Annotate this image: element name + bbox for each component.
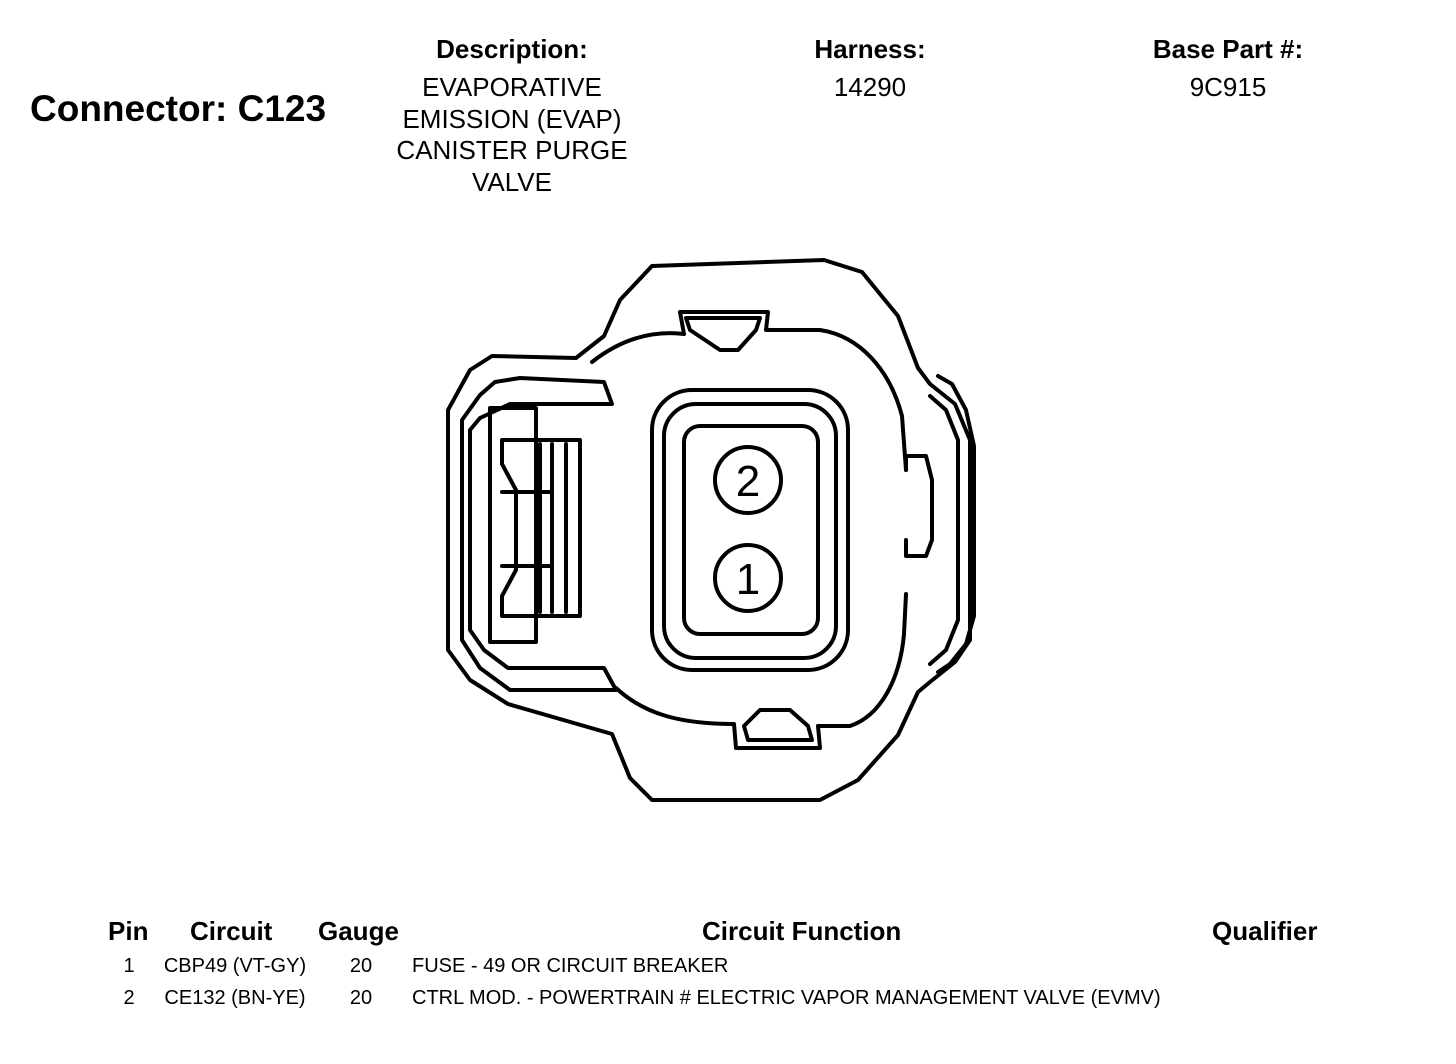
harness-label: Harness: <box>814 34 926 64</box>
harness-value: 14290 <box>833 72 907 102</box>
right-rib-inner <box>928 394 960 666</box>
col-header-qualifier: Qualifier <box>1212 916 1318 946</box>
row-pin: 1 <box>123 955 135 977</box>
cavity-inner <box>682 424 820 636</box>
pin-2-label: 2 <box>736 457 760 506</box>
row-circuit: CBP49 (VT-GY) <box>163 955 307 977</box>
base-part-label: Base Part #: <box>1152 34 1304 64</box>
latch-bars <box>500 490 554 568</box>
connector-title: Connector: C123 <box>30 88 327 129</box>
pin-1-circle <box>713 543 783 613</box>
housing-outline <box>446 258 972 802</box>
top-key-notch <box>684 316 762 352</box>
col-header-circuit: Circuit <box>190 916 273 946</box>
top-key <box>590 310 908 472</box>
pin-1-label: 1 <box>736 555 760 604</box>
col-header-pin: Pin <box>108 916 149 946</box>
bottom-key <box>614 592 908 750</box>
latch-body <box>500 438 582 618</box>
cavity-middle <box>662 402 838 660</box>
row-function: FUSE - 49 OR CIRCUIT BREAKER <box>412 955 729 977</box>
cavity-outer <box>650 388 850 672</box>
col-header-circuit-function: Circuit Function <box>702 916 902 946</box>
latch-lines <box>538 442 568 614</box>
row-circuit: CE132 (BN-YE) <box>164 987 306 1009</box>
description-line: EVAPORATIVE <box>422 72 602 102</box>
housing-inner-left <box>460 376 618 692</box>
base-part-value: 9C915 <box>1189 72 1267 102</box>
pin-2-circle <box>713 445 783 515</box>
description-line: EMISSION (EVAP) <box>402 103 622 134</box>
row-gauge: 20 <box>349 987 373 1009</box>
description-label: Description: <box>436 34 588 64</box>
description-line: VALVE <box>472 166 552 197</box>
row-gauge: 20 <box>349 955 373 977</box>
latch-frame <box>488 406 538 644</box>
row-function: CTRL MOD. - POWERTRAIN # ELECTRIC VAPOR … <box>412 987 1161 1009</box>
row-pin: 2 <box>123 987 135 1009</box>
description-value: EVAPORATIVE EMISSION (EVAP) CANISTER PUR… <box>362 72 662 198</box>
right-rib <box>936 374 976 674</box>
right-tab <box>904 454 934 558</box>
col-header-gauge: Gauge <box>318 916 399 946</box>
description-line: CANISTER PURGE <box>396 135 628 165</box>
bottom-key-notch <box>742 708 814 742</box>
